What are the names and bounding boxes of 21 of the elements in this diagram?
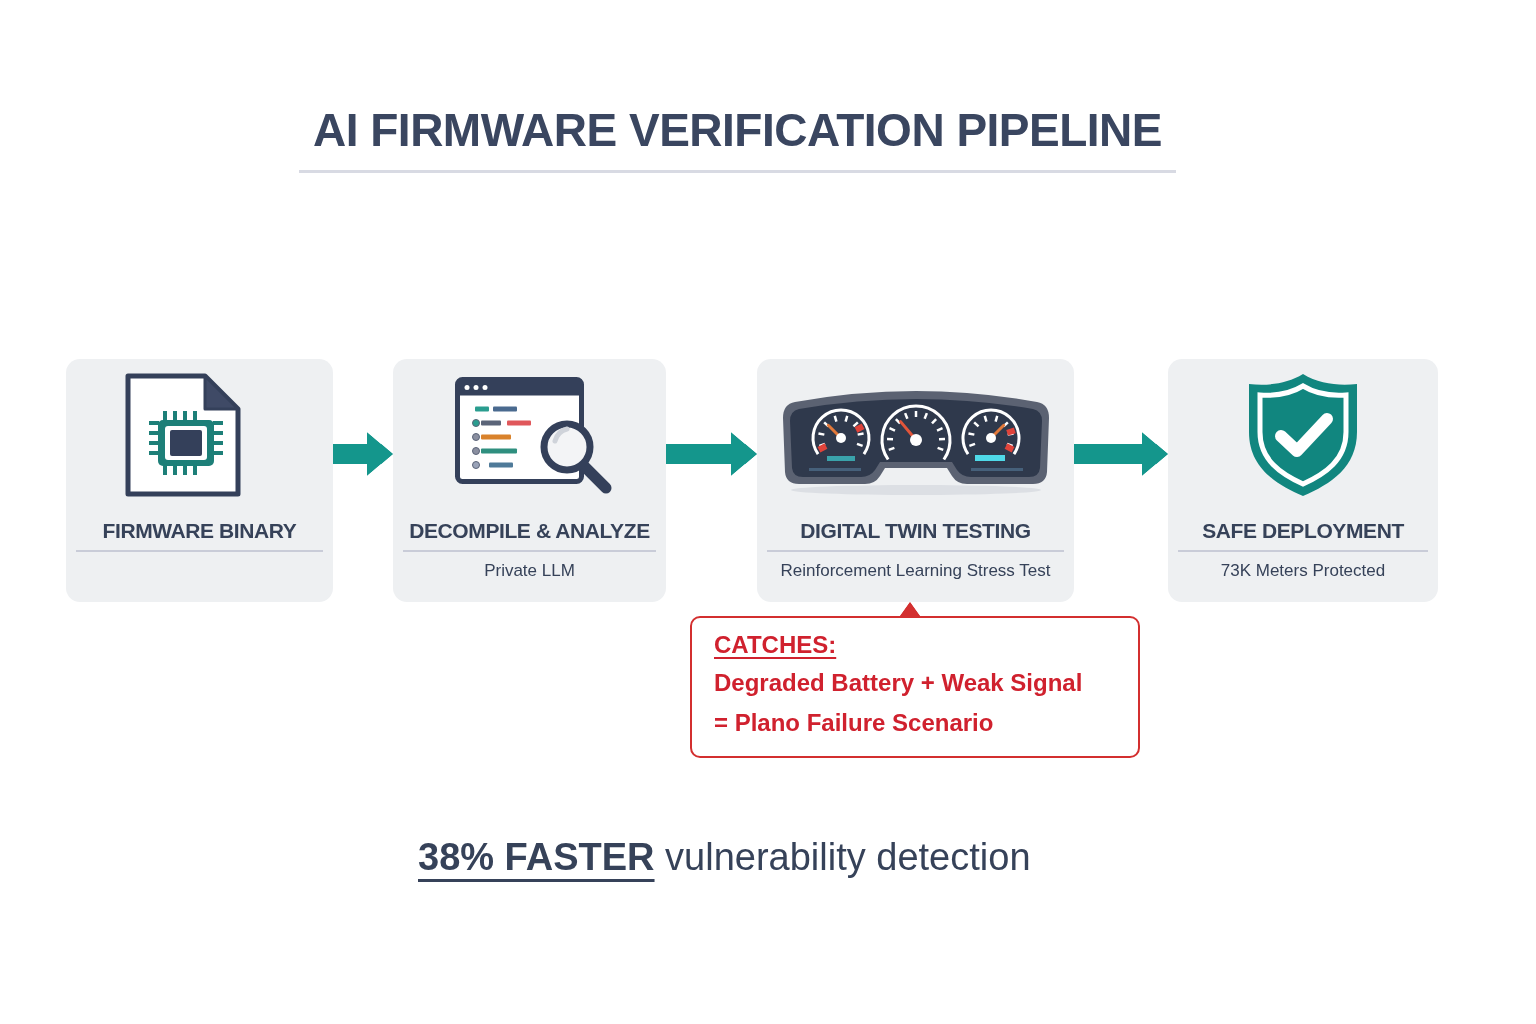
step-title: DECOMPILE & ANALYZE	[403, 516, 656, 552]
callout-pointer	[900, 602, 920, 616]
step-title: DIGITAL TWIN TESTING	[767, 516, 1064, 552]
callout-text: = Plano Failure Scenario	[714, 708, 994, 738]
step-card	[66, 359, 333, 602]
diagram-title: AI FIRMWARE VERIFICATION PIPELINE	[299, 100, 1176, 173]
callout-heading: CATCHES:	[714, 630, 837, 660]
step-card	[757, 359, 1074, 602]
block-arrow	[1074, 432, 1168, 476]
step-title: FIRMWARE BINARY	[76, 516, 323, 552]
block-arrow	[666, 432, 757, 476]
step-card	[1168, 359, 1438, 602]
step-subtitle: Private LLM	[483, 560, 576, 582]
callout-text: Degraded Battery + Weak Signal	[714, 668, 1083, 698]
block-arrow	[333, 432, 393, 476]
step-subtitle: Reinforcement Learning Stress Test	[779, 560, 1052, 582]
step-card	[393, 359, 666, 602]
callout-box	[690, 616, 1140, 758]
step-title: SAFE DEPLOYMENT	[1178, 516, 1428, 552]
stat-text: 38% FASTER vulnerability detection	[418, 835, 1031, 880]
step-subtitle: 73K Meters Protected	[1219, 560, 1387, 582]
